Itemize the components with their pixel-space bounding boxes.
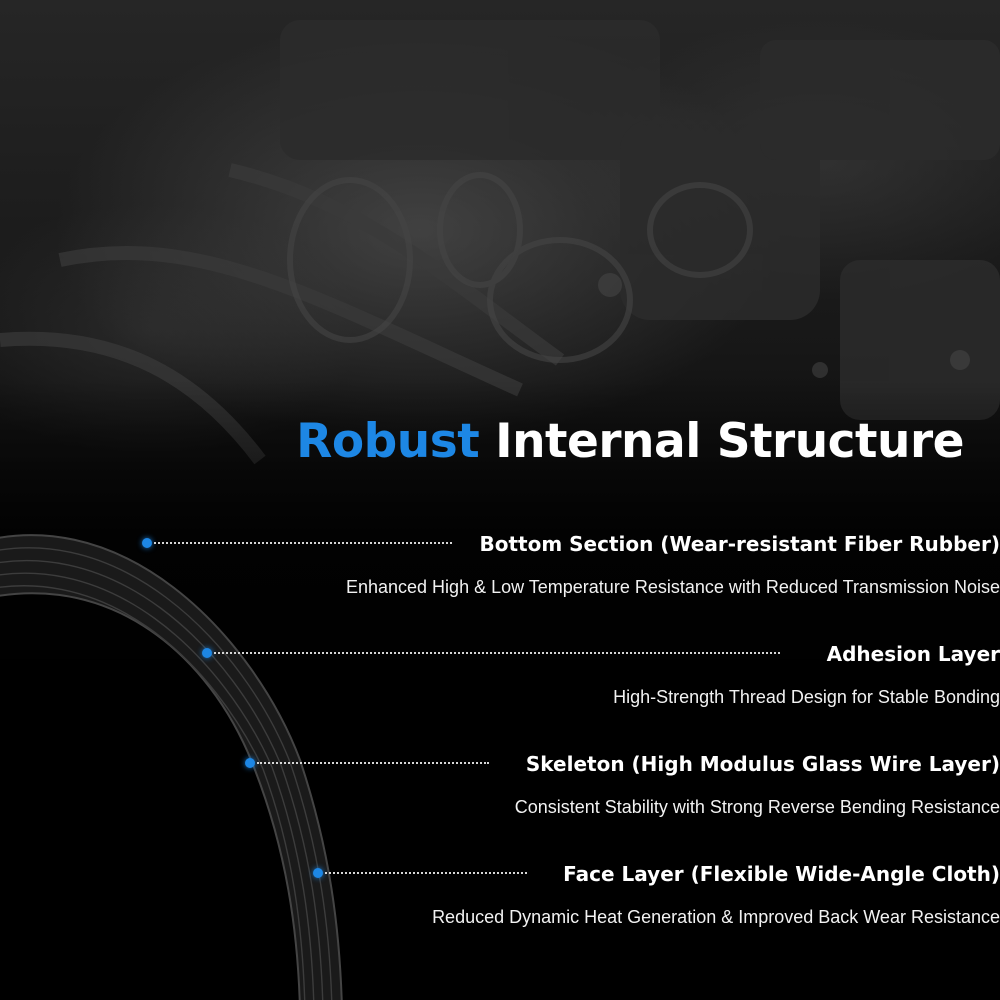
headline-accent: Robust (296, 414, 480, 469)
feature-1-title: Bottom Section (Wear-resistant Fiber Rub… (479, 532, 1000, 556)
feature-4-description: Reduced Dynamic Heat Generation & Improv… (432, 907, 1000, 927)
feature-2-leader-line (214, 652, 780, 654)
feature-4-leader-line (325, 872, 527, 874)
feature-2-description: High-Strength Thread Design for Stable B… (613, 687, 1000, 707)
feature-1-marker-dot (142, 538, 152, 548)
feature-3-title: Skeleton (High Modulus Glass Wire Layer) (525, 752, 1000, 776)
feature-1-leader-line (154, 542, 452, 544)
feature-1-description: Enhanced High & Low Temperature Resistan… (345, 577, 1000, 597)
headline-rest: Internal Structure (495, 414, 964, 469)
feature-2-marker-dot (202, 648, 212, 658)
feature-4-marker-dot (313, 868, 323, 878)
feature-3-leader-line (257, 762, 489, 764)
headline: Robust Internal Structure (296, 414, 964, 469)
feature-3-description: Consistent Stability with Strong Reverse… (514, 797, 1000, 817)
feature-2-title: Adhesion Layer (826, 642, 1000, 666)
background-fade (0, 380, 1000, 1000)
feature-4-title: Face Layer (Flexible Wide-Angle Cloth) (563, 862, 1000, 886)
feature-3-marker-dot (245, 758, 255, 768)
